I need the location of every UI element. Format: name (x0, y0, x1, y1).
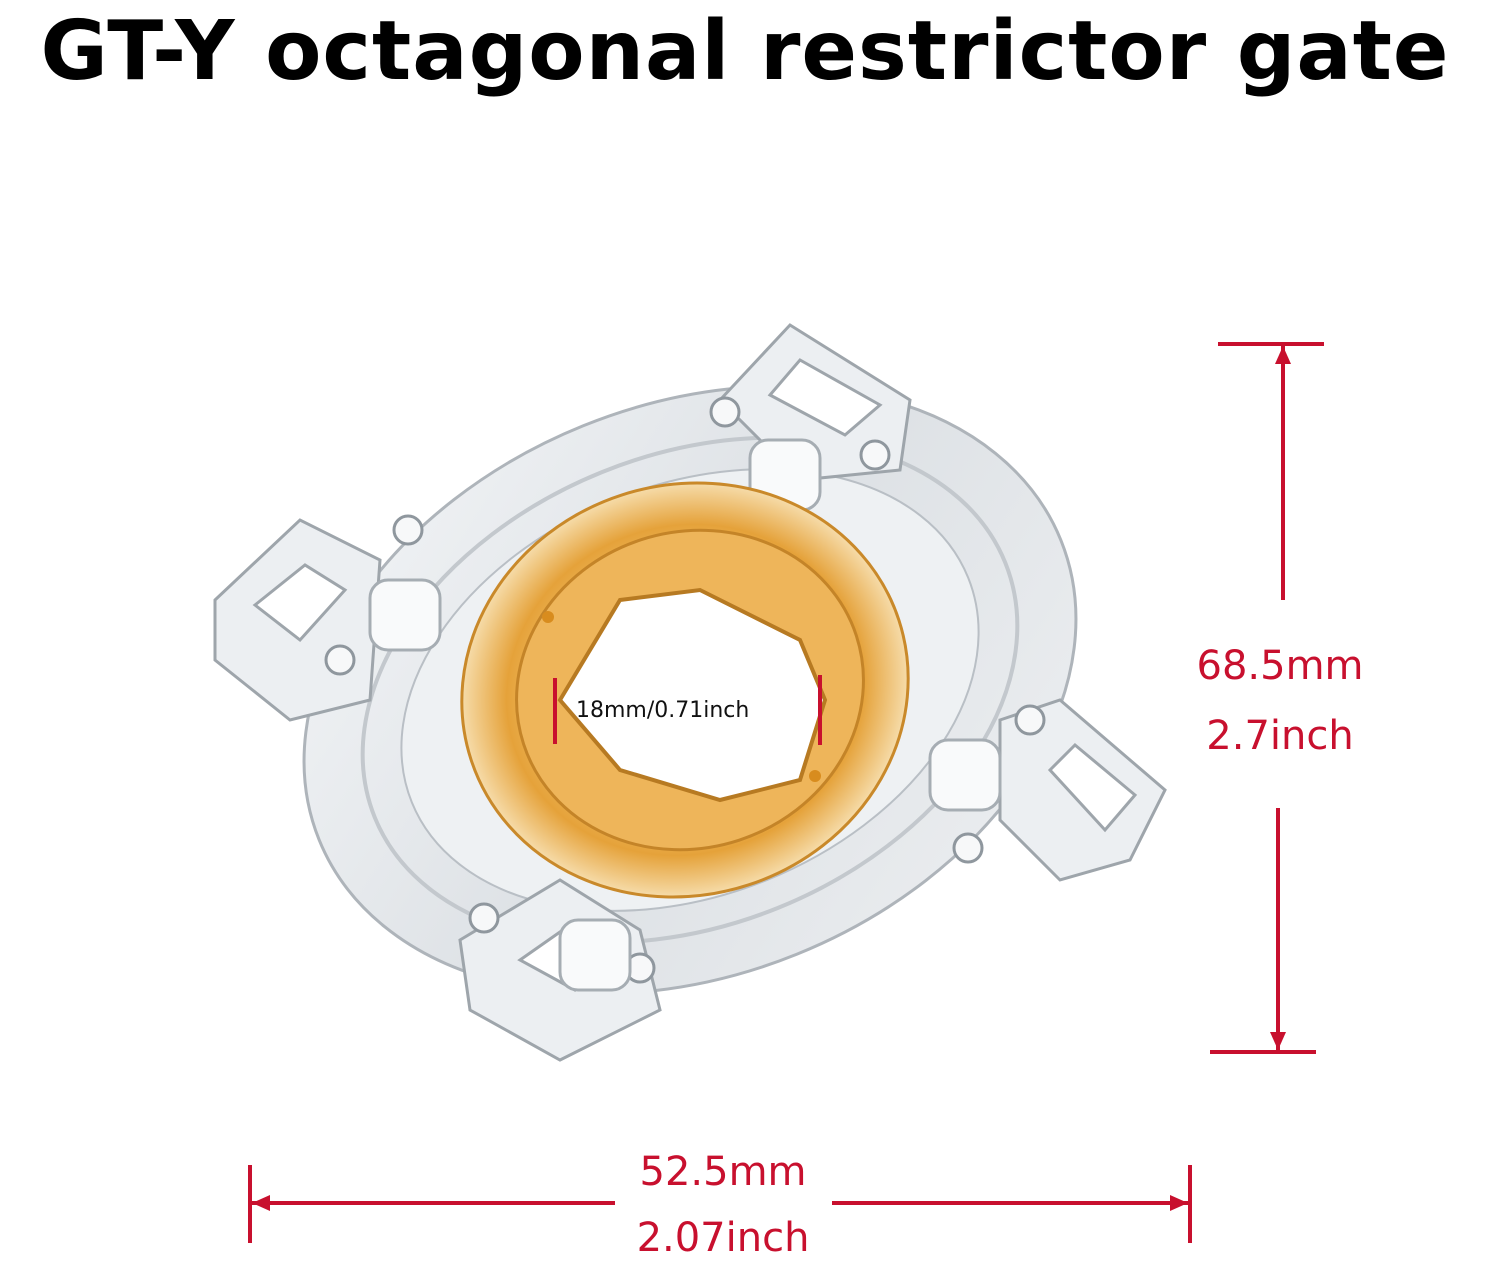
width-inch-label: 2.07inch (636, 1215, 810, 1261)
page-title: GT-Y octagonal restrictor gate (40, 4, 1450, 99)
height-dimension-line (1210, 342, 1324, 1054)
octagonal-opening (557, 587, 828, 803)
inner-diameter-label: 18mm/0.71inch (576, 698, 750, 723)
height-inch-label: 2.7inch (1206, 713, 1354, 759)
height-mm-label: 68.5mm (1196, 643, 1364, 689)
octagonal-restrictor-ring (460, 481, 910, 899)
mounting-pegs (324, 396, 1046, 984)
width-dimension-line (248, 1165, 1192, 1243)
inner-dimension-arrow (553, 675, 822, 745)
width-mm-label: 52.5mm (639, 1149, 807, 1195)
mounting-tab-right (998, 698, 1167, 882)
mounting-tab-left (213, 518, 382, 722)
